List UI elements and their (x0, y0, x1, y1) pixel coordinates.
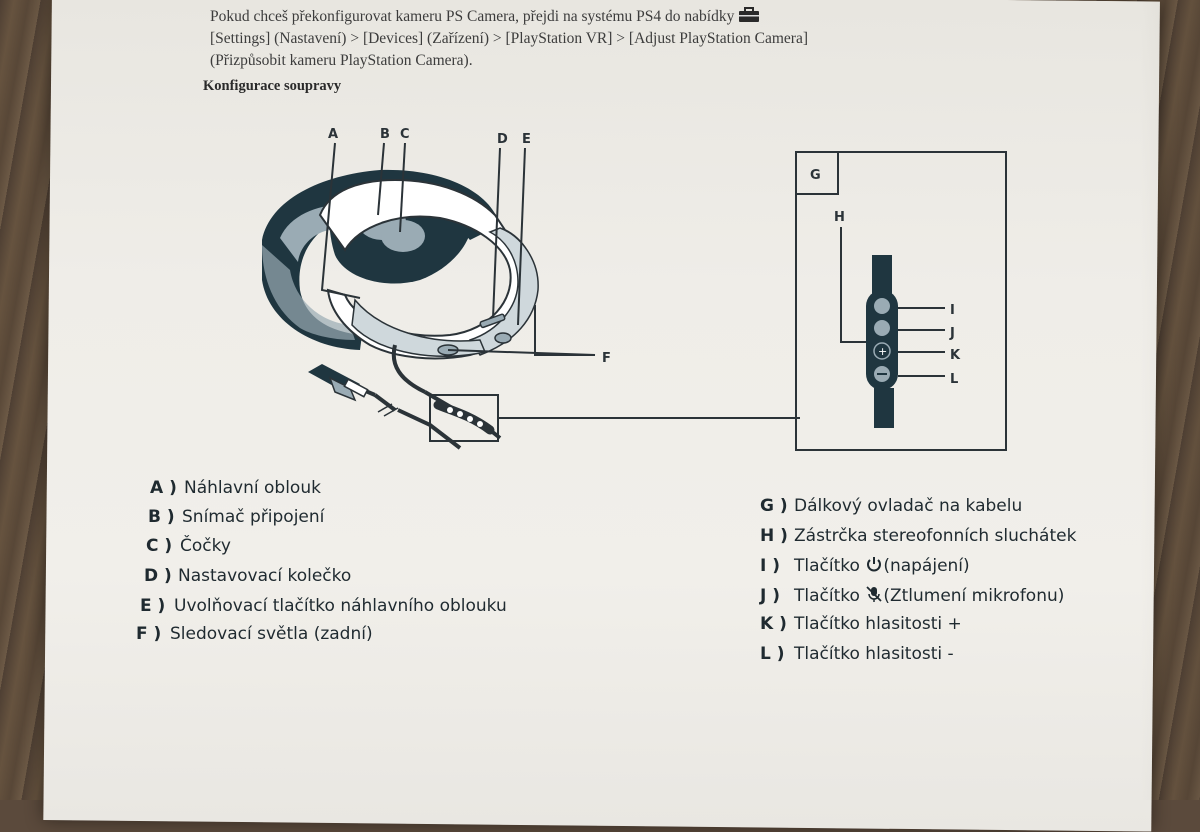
legend-item-j: J )Tlačítko (Ztlumení mikrofonu) (760, 586, 1065, 606)
svg-text:+: + (878, 345, 887, 358)
callout-D: D (497, 132, 508, 147)
legend-item-h: H )Zástrčka stereofonních sluchátek (760, 526, 1077, 546)
legend-item-b: B )Snímač připojení (148, 507, 325, 527)
callout-I: I (950, 303, 955, 318)
callout-K: K (950, 348, 961, 363)
legend-item-l: L )Tlačítko hlasitosti - (760, 644, 954, 664)
intro-line-2: [Settings] (Nastavení) > [Devices] (Zaří… (210, 30, 809, 47)
callout-C: C (400, 127, 410, 142)
legend-item-g: G )Dálkový ovladač na kabelu (760, 496, 1023, 516)
power-icon (867, 557, 882, 572)
callout-L: L (950, 372, 958, 387)
paper-shadow (1140, 0, 1200, 800)
power-button-icon (874, 298, 890, 314)
section-heading: Konfigurace soupravy (203, 78, 342, 94)
callout-E: E (522, 132, 531, 147)
legend-item-a: A )Náhlavní oblouk (150, 478, 321, 498)
callout-G: G (810, 168, 821, 183)
intro-line-1: Pokud chceš překonfigurovat kameru PS Ca… (210, 8, 735, 25)
callout-lines (320, 142, 596, 356)
mic-mute-button-icon (874, 320, 890, 336)
legend-item-d: D )Nastavovací kolečko (144, 566, 352, 586)
legend-item-e: E )Uvolňovací tlačítko náhlavního oblouk… (140, 596, 507, 616)
callout-A: A (328, 127, 338, 142)
legend-item-f: F )Sledovací světla (zadní) (136, 624, 373, 644)
callout-B: B (380, 127, 390, 142)
intro-line-3: (Přizpůsobit kameru PlayStation Camera). (210, 52, 473, 69)
remote-detail-box: G H + I J K L (795, 151, 1007, 451)
intro-paragraph: Pokud chceš překonfigurovat kameru PS Ca… (210, 6, 1030, 72)
toolbox-icon (739, 7, 760, 22)
callout-J: J (949, 326, 955, 341)
headset-diagram: A B C D E F G H + I J K L (262, 127, 1007, 451)
legend-item-k: K )Tlačítko hlasitosti + (760, 614, 962, 634)
callout-H: H (834, 210, 845, 225)
volume-up-button-icon (873, 342, 891, 360)
legend-item-c: C )Čočky (146, 536, 231, 556)
vr-headset-illustration (262, 169, 800, 450)
legend-item-i: I )Tlačítko (napájení) (760, 556, 970, 576)
callout-F: F (602, 351, 611, 366)
mic-mute-icon (866, 586, 882, 602)
